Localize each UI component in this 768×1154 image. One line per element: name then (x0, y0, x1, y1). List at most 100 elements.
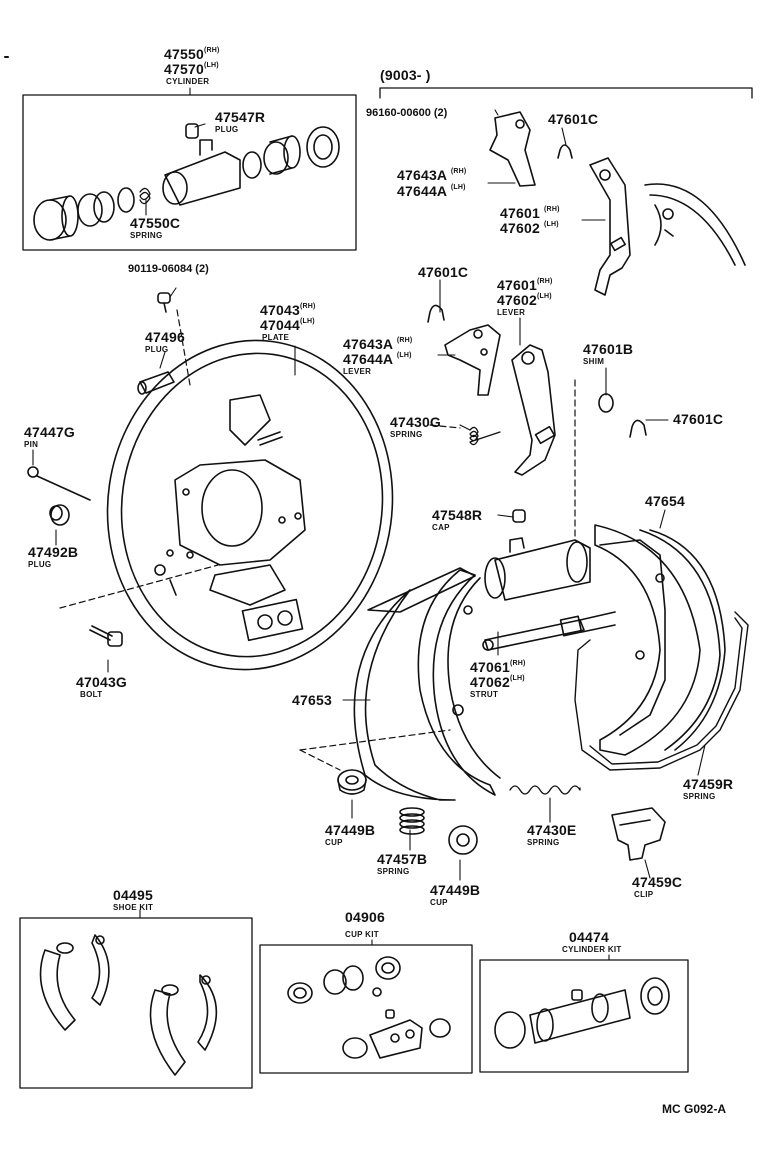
shoe-kit-frame (19, 917, 253, 1089)
label-47449b-b: 47449B (430, 882, 481, 898)
strut (482, 611, 616, 651)
label-47548r-name: CAP (432, 523, 450, 532)
label-96160: 96160-00600 (2) (366, 107, 448, 119)
label-47601b: 47601B (583, 341, 634, 357)
label-cup-kit-name: CUP KIT (345, 930, 379, 939)
label-plate-name: PLATE (262, 333, 290, 342)
part-number: 47643A (343, 336, 393, 352)
brake-shoe-partial-top (644, 183, 746, 266)
part-number: 47602 (500, 220, 540, 236)
cylinder-kit-frame (479, 959, 689, 1073)
label-cylinder-kit-name: CYLINDER KIT (562, 945, 622, 954)
cup-47449b-a (337, 769, 367, 795)
side-tag: (LH) (203, 62, 219, 69)
brake-shoe-left (353, 567, 501, 801)
plug-47492b-icon (49, 504, 70, 526)
shoe-kit-art (39, 934, 218, 1076)
label-strut-name: STRUT (470, 690, 499, 699)
spring-47459r (574, 611, 749, 771)
cylinder-kit-art (494, 977, 670, 1049)
side-tag: (LH) (396, 352, 412, 359)
label-47430g-name: SPRING (390, 430, 423, 439)
label-47449b-a: 47449B (325, 822, 376, 838)
side-tag: (LH) (509, 675, 525, 682)
label-47062: 47062(LH) (470, 675, 525, 689)
label-90119: 90119-06084 (2) (128, 263, 209, 275)
part-number: 47570 (164, 61, 204, 77)
backing-plate (106, 339, 394, 671)
label-cylinder-name: CYLINDER (166, 77, 210, 86)
cup-kit-frame (259, 944, 473, 1074)
label-47496-name: PLUG (145, 345, 169, 354)
pin-icon (27, 466, 91, 501)
label-cup-kit-no: 04906 (345, 909, 385, 925)
label-47550: 47550(RH) (164, 47, 220, 61)
label-47430e-name: SPRING (527, 838, 560, 847)
label-shoe-kit-name: SHOE KIT (113, 903, 154, 912)
side-tag: (RH) (544, 206, 560, 213)
label-47643a-b: 47643A (RH) (343, 337, 412, 351)
diagram-code: MC G092-A (662, 1102, 727, 1116)
part-number: 47643A (397, 167, 447, 183)
label-47644a-a: 47644A (LH) (397, 184, 466, 198)
label-47459c-name: CLIP (634, 890, 654, 899)
label-47644a-b: 47644A (LH) (343, 352, 412, 366)
side-tag: (RH) (299, 303, 316, 310)
label-47601c-c: 47601C (673, 411, 724, 427)
label-47492b: 47492B (28, 544, 79, 560)
label-47601b-name: SHIM (583, 357, 605, 366)
side-tag: (LH) (299, 318, 315, 325)
label-47601c-b: 47601C (418, 264, 469, 280)
label-cylinder-kit-no: 04474 (569, 929, 609, 945)
cup-47449b-b (448, 825, 478, 855)
label-47061: 47061(RH) (470, 660, 526, 674)
side-tag: (RH) (203, 47, 220, 54)
side-tag: (LH) (450, 184, 466, 191)
label-47547r-name: PLUG (215, 125, 239, 134)
label-47492b-name: PLUG (28, 560, 52, 569)
label-47457b-name: SPRING (377, 867, 410, 876)
label-47601-b: 47601(RH) (497, 278, 553, 292)
spring-47430e (509, 785, 581, 795)
part-number: 47550 (164, 46, 204, 62)
label-47449b-a-name: CUP (325, 838, 343, 847)
side-tag: (LH) (544, 221, 559, 228)
part-number: 47602 (497, 292, 537, 308)
label-47601-a: 47601 (RH) (500, 206, 560, 220)
cup-kit-art (287, 956, 451, 1059)
bolt-pair-icon (157, 292, 171, 313)
label-47601c-a: 47601C (548, 111, 599, 127)
label-47447g-name: PIN (24, 440, 39, 449)
label-47602-b: 47602(LH) (497, 293, 552, 307)
label-47459r: 47459R (683, 776, 734, 792)
label-47043g: 47043G (76, 674, 128, 690)
label-47457b: 47457B (377, 851, 428, 867)
part-number: 47644A (343, 351, 393, 367)
label-47550c: 47550C (130, 215, 181, 231)
clip-47459c (611, 807, 666, 861)
part-number: 47062 (470, 674, 510, 690)
label-bracket: (9003- ) (380, 67, 431, 83)
label-47550c-name: SPRING (130, 231, 163, 240)
label-47044: 47044(LH) (260, 318, 315, 332)
part-number: 47601 (500, 205, 540, 221)
lever-upper-right (489, 111, 631, 296)
label-47654: 47654 (645, 493, 685, 509)
label-47043: 47043(RH) (260, 303, 316, 317)
label-47459r-name: SPRING (683, 792, 716, 801)
side-tag: (RH) (450, 168, 467, 175)
brake-shoe-right (594, 524, 726, 756)
part-number: 47644A (397, 183, 447, 199)
label-47430g: 47430G (390, 414, 442, 430)
label-47602-a: 47602 (LH) (500, 221, 559, 235)
part-number: 47043 (260, 302, 300, 318)
part-number: 47601 (497, 277, 537, 293)
spring-47457b (399, 807, 425, 835)
label-47547r: 47547R (215, 109, 266, 125)
wheel-cylinder-exploded (33, 123, 340, 241)
side-tag: (RH) (509, 660, 526, 667)
part-number: 47061 (470, 659, 510, 675)
label-47653: 47653 (292, 692, 332, 708)
label-47459c: 47459C (632, 874, 683, 890)
label-47496: 47496 (145, 329, 185, 345)
